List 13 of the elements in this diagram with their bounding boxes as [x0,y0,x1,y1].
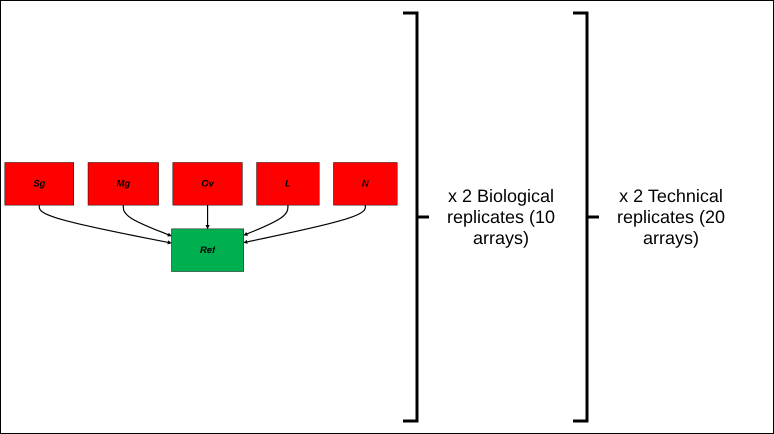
arrow [243,205,366,244]
replicate-note: x 2 Technical replicates (20 arrays) [616,186,726,248]
node-box: Ref [171,228,244,272]
replicate-note: x 2 Biological replicates (10 arrays) [446,186,556,248]
node-box: Mg [88,162,159,206]
arrow [122,205,172,237]
node-box: Ov [172,162,243,206]
node-box: Sg [4,162,74,206]
arrow [243,205,288,236]
node-box: N [333,162,398,206]
node-box: L [256,162,320,206]
arrow [206,205,210,230]
arrow [38,205,172,244]
